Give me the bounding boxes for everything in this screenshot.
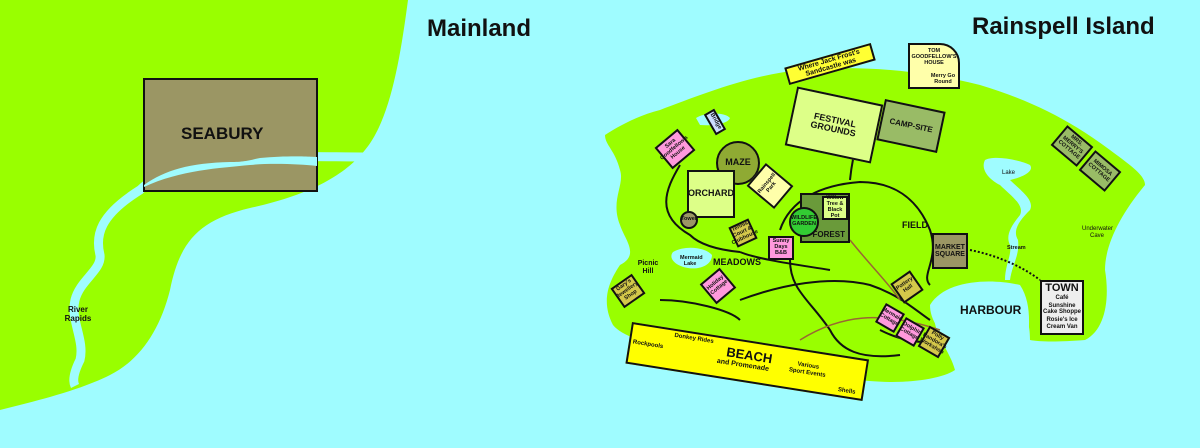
lake — [983, 157, 1031, 280]
shells-label: Shells — [837, 387, 856, 396]
sunny-days-bnb[interactable]: Sunny Days B&B — [768, 236, 794, 260]
island-title: Rainspell Island — [972, 13, 1155, 40]
tom-house-label: TOM GOODFELLOW'S HOUSE — [911, 48, 957, 66]
donkey-rides-label: Donkey Rides — [673, 332, 715, 345]
mermaid-lake — [671, 247, 712, 269]
town-cafe: Café — [1055, 294, 1069, 301]
willow-tree[interactable]: Willow Tree & Black Pot — [822, 196, 848, 220]
seabury-label[interactable]: SEABURY — [181, 124, 264, 143]
river-rapids-label: River Rapids — [64, 305, 92, 323]
stream-label: Stream — [1007, 245, 1026, 251]
market-square[interactable]: MARKET SQUARE — [932, 233, 968, 269]
harbour-water — [930, 281, 1030, 346]
meadows-label: MEADOWS — [713, 257, 761, 267]
sport-events-label: Various Sport Events — [788, 361, 826, 379]
merry-go-round-label: Merry Go Round — [930, 73, 956, 86]
town-title: TOWN — [1045, 282, 1079, 294]
town-ice-cream-van: Rosie's Ice Cream Van — [1046, 317, 1078, 330]
forest-label: FOREST — [812, 229, 845, 239]
lake-label: Lake — [1002, 170, 1016, 176]
town-cake-shoppe: Sunshine Cake Shoppe — [1042, 302, 1081, 316]
wildlife-garden[interactable]: WILDLIFE GARDEN — [789, 207, 819, 237]
rockpools-label: Rockpools — [632, 339, 664, 351]
orchard[interactable]: ORCHARD — [687, 170, 735, 218]
tower[interactable]: Tower — [680, 211, 698, 229]
mermaid-lake-label: Mermaid Lake — [680, 255, 703, 268]
field-label: FIELD — [902, 220, 928, 230]
mainland-title: Mainland — [427, 15, 532, 42]
harbour-label: HARBOUR — [960, 303, 1022, 317]
picnic-hill-label: Picnic Hill — [637, 260, 659, 275]
mainland-land — [0, 0, 408, 410]
town-box[interactable]: TOWN Café Sunshine Cake Shoppe Rosie's I… — [1040, 280, 1084, 335]
tom-goodfellow-house[interactable]: TOM GOODFELLOW'S HOUSE Merry Go Round — [908, 43, 960, 89]
underwater-cave-label: Underwater Cave — [1082, 226, 1114, 239]
